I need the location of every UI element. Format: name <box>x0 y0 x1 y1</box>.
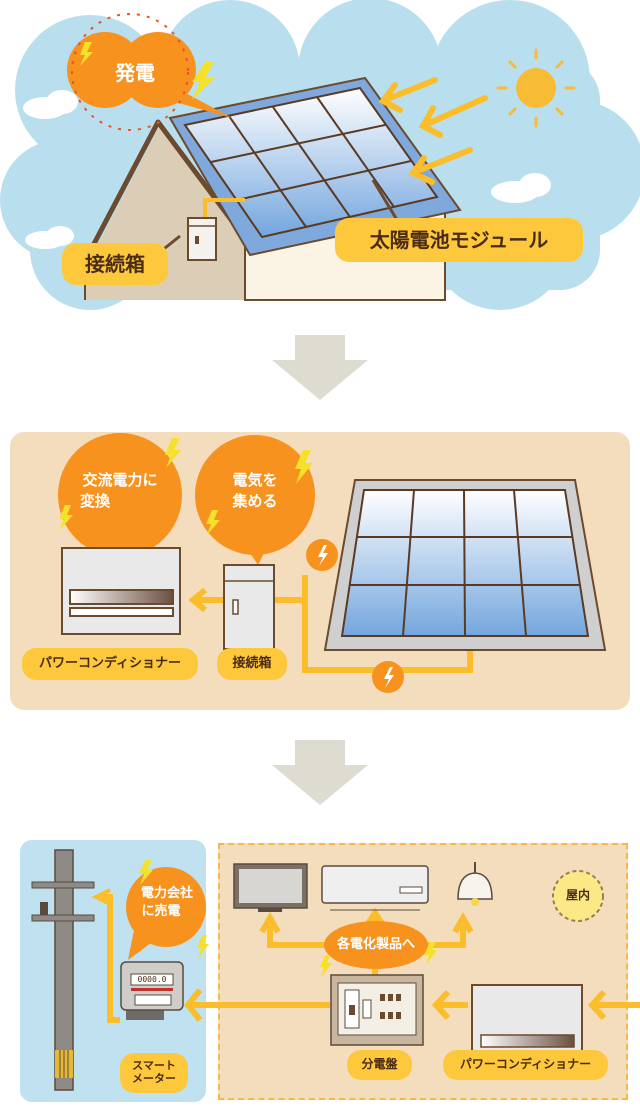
label-smart-meter-line1: スマート <box>132 1059 176 1073</box>
label-inverter-3: パワーコンディショナー <box>443 1050 608 1080</box>
label-junction-box-2: 接続箱 <box>217 648 287 680</box>
bubble-appliances-text: 各電化製品へ <box>336 937 415 952</box>
generation-bubble-text: 発電 <box>115 61 155 85</box>
label-smart-meter-line2: メーター <box>132 1072 176 1085</box>
label-indoor: 屋内 <box>565 888 590 902</box>
section-generation: 発電 接続箱 太陽電池モジュール <box>0 0 640 310</box>
label-smart-meter: スマート メーター <box>120 1053 188 1093</box>
bubble-inverter-line2: 変換 <box>80 492 111 510</box>
generation-bubble <box>67 13 232 131</box>
bubble-sell-line2: に売電 <box>141 904 181 919</box>
bubble-inverter-line1: 交流電力に <box>82 471 158 489</box>
bolt-icon <box>80 42 93 66</box>
bubble-sell-line1: 電力会社 <box>140 886 193 901</box>
meter-display: 0000.0 <box>137 975 167 984</box>
utility-pole-icon <box>31 849 95 1091</box>
bubble-junction-line1: 電気を <box>232 471 278 489</box>
label-distribution-board: 分電盤 <box>347 1050 412 1080</box>
lamp-icon <box>457 862 493 906</box>
label-junction-box: 接続箱 <box>62 243 168 285</box>
bubble-junction-line2: 集める <box>232 492 278 510</box>
air-conditioner-icon <box>321 865 429 911</box>
tv-icon <box>233 863 308 912</box>
sun-icon <box>496 48 576 128</box>
label-solar-module: 太陽電池モジュール <box>335 218 583 262</box>
label-inverter: パワーコンディショナー <box>22 648 198 680</box>
bolt-icon <box>192 62 215 100</box>
sunlight-arrows <box>378 77 488 185</box>
small-clouds <box>23 90 551 249</box>
smart-meter-icon <box>120 961 184 1020</box>
